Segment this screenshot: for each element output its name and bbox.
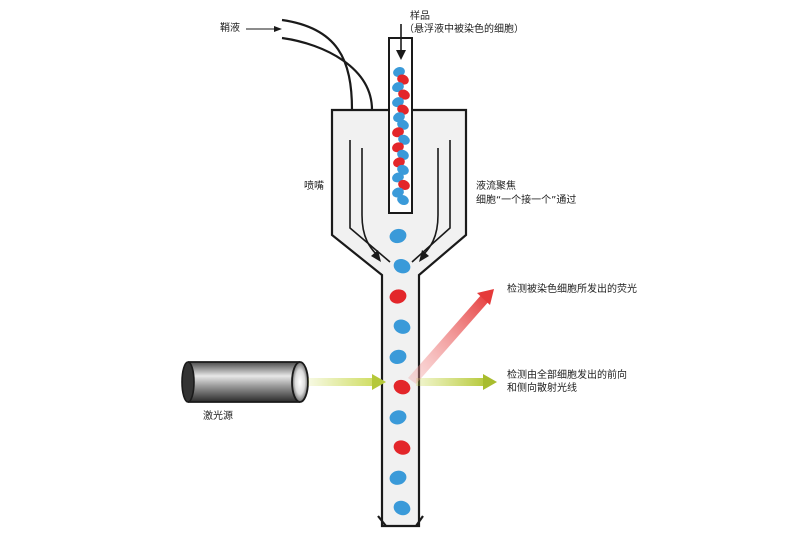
stained-cell [398, 89, 410, 100]
unstained-cell [393, 259, 411, 274]
channel-tip [377, 515, 424, 527]
sample-arrow-icon [396, 24, 406, 60]
sheath-flow-arrow-head-left [371, 250, 381, 262]
unstained-cell [392, 97, 404, 108]
sheath-channel-outline [349, 140, 451, 263]
scatter-beam-arrow [416, 374, 497, 390]
stained-cell [393, 379, 411, 395]
label-sample-note: （悬浮液中被染色的细胞） [404, 24, 524, 35]
unstained-cell [398, 134, 410, 145]
stained-cell [392, 127, 404, 138]
label-nozzle: 喷嘴 [304, 181, 324, 192]
unstained-cell [397, 194, 409, 206]
laser-beam-in [308, 374, 386, 390]
unstained-cell [393, 67, 405, 77]
label-sheath: 鞘液 [220, 23, 240, 34]
sheath-arrow-icon [246, 26, 282, 32]
label-fluorescence: 检测被染色细胞所发出的荧光 [507, 284, 637, 295]
unstained-cell [397, 119, 409, 130]
unstained-cell [393, 500, 411, 516]
unstained-cell [389, 228, 407, 244]
label-scatter-1: 检测由全部细胞发出的前向 [507, 370, 627, 381]
stained-cell [397, 74, 409, 85]
stained-cell [393, 157, 405, 168]
unstained-cell [392, 172, 404, 183]
label-sample: 样品 [410, 11, 430, 22]
sheath-flow-arrow-head-right [419, 250, 429, 262]
unstained-cell [392, 82, 404, 93]
unstained-cell [389, 470, 407, 485]
stained-cell [398, 179, 410, 190]
stained-cell [393, 440, 411, 455]
unstained-cell [393, 112, 405, 123]
label-focus-2: 细胞“一个接一个”通过 [476, 195, 577, 206]
sheath-inlet-pipe [281, 18, 374, 111]
unstained-cell [397, 149, 409, 160]
nozzle-body [330, 108, 468, 528]
unstained-cell [392, 187, 404, 198]
label-focus-1: 液流聚焦 [476, 181, 516, 192]
unstained-cell [389, 349, 407, 364]
stained-cell [397, 104, 409, 115]
unstained-cell [389, 410, 407, 425]
flow-cells [389, 228, 411, 516]
unstained-cell [397, 164, 409, 175]
label-scatter-2: 和侧向散射光线 [507, 383, 577, 394]
unstained-cell [393, 319, 411, 334]
sample-cells [392, 67, 410, 206]
fluorescence-beam-arrow [408, 289, 494, 384]
laser-source-icon [181, 361, 309, 403]
stained-cell [392, 142, 404, 153]
stained-cell [389, 289, 407, 304]
label-laser: 激光源 [203, 411, 233, 422]
